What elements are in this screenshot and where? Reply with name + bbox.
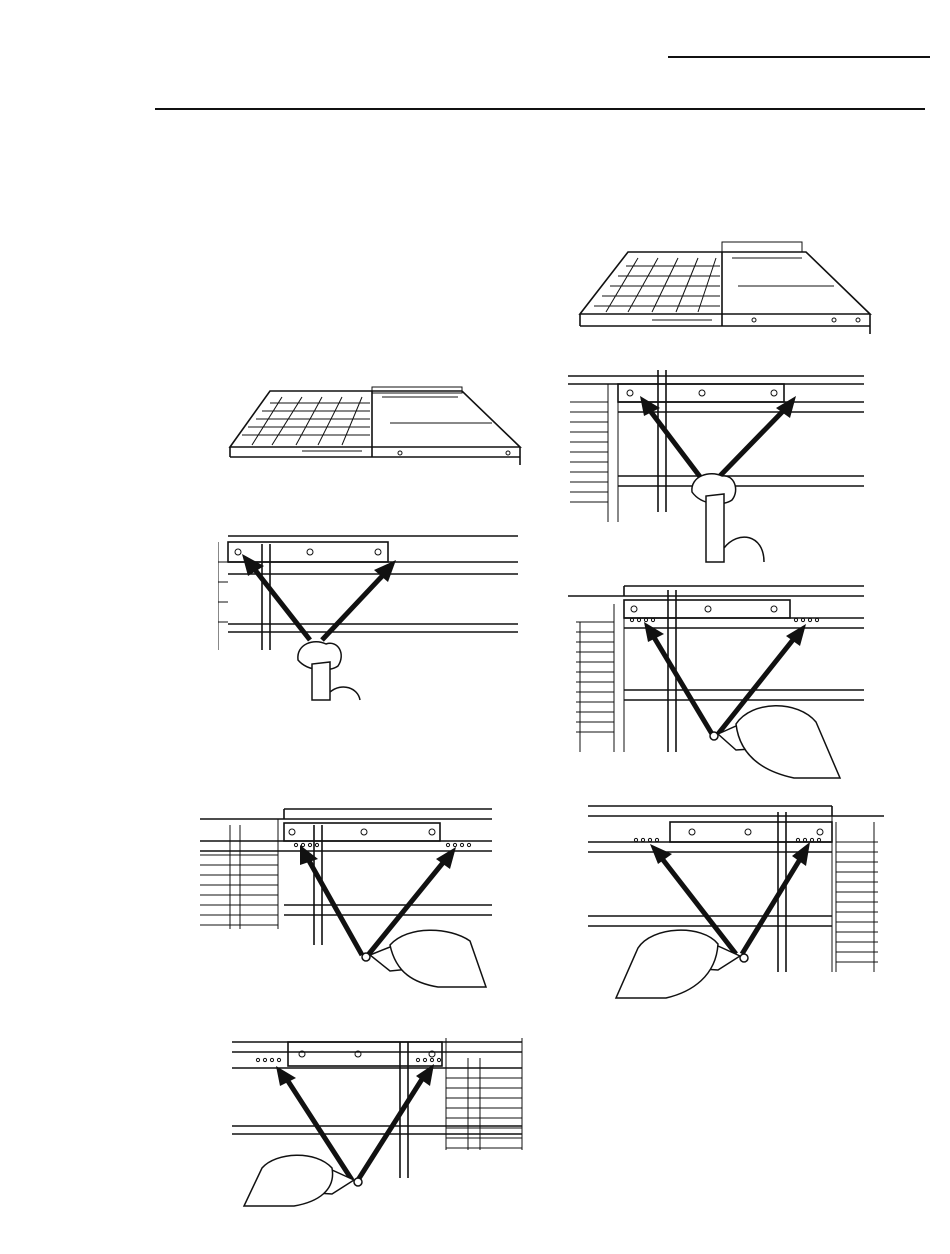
lubricate-illustration-left-1	[200, 805, 500, 990]
hand-with-cloth-icon	[692, 474, 764, 562]
shelf-icon	[222, 385, 530, 473]
lubricate-illustration-right-2	[588, 802, 888, 1014]
lubricate-illustration-right-1	[568, 582, 868, 782]
wipe-illustration-right	[568, 362, 868, 567]
shelf-icon	[572, 238, 882, 338]
shelf-illustration-right	[572, 238, 882, 338]
hand-with-lubricant-icon	[244, 1155, 362, 1206]
header-rule	[668, 56, 930, 58]
hand-with-cloth-icon	[298, 642, 360, 700]
shelf-illustration-left	[222, 385, 530, 473]
section-rule	[155, 108, 925, 110]
wipe-illustration-left	[218, 532, 518, 702]
lubricate-illustration-left-2	[232, 1038, 532, 1208]
